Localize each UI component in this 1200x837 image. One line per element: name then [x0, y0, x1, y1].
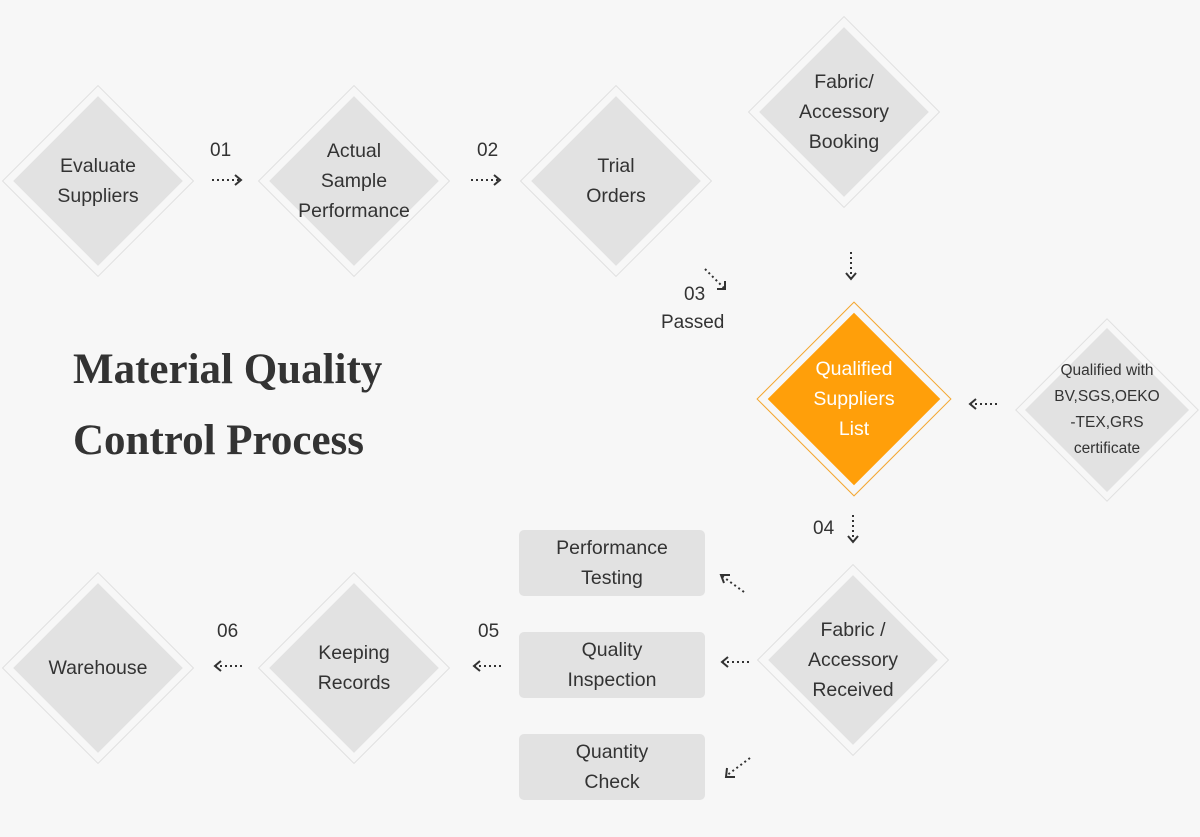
title-line-2: Control Process: [73, 417, 365, 464]
step-04-number: 04: [813, 518, 835, 539]
arrow-to-quality-inspection-icon: [720, 656, 750, 668]
node-records-label: Keeping Records: [317, 642, 391, 694]
check-performance-testing: Performance Testing: [519, 530, 705, 596]
node-received-label: Fabric / Accessory Received: [808, 619, 898, 701]
node-certificate-label: Qualified with BV,SGS,OEKO -TEX,GRS cert…: [1054, 362, 1160, 457]
arrow-to-quantity-check-icon: [724, 757, 751, 778]
check-quantity-check: Quantity Check: [519, 734, 705, 800]
arrow-04-down-icon: [847, 515, 859, 544]
arrow-02-right-icon: [471, 174, 502, 186]
arrow-03-diagonal-icon: [704, 268, 726, 290]
arrow-06-left-icon: [213, 660, 243, 672]
step-06-number: 06: [217, 621, 239, 642]
node-booking-label: Fabric/ Accessory Booking: [799, 71, 889, 153]
node-warehouse-label: Warehouse: [48, 657, 148, 679]
title-line-1: Material Quality: [73, 346, 383, 393]
arrow-booking-down-icon: [845, 252, 857, 281]
step-05-number: 05: [478, 621, 500, 642]
node-qualified-label: Qualified Suppliers List: [813, 358, 895, 440]
step-03-number: 03: [684, 284, 706, 305]
node-evaluate-label: Evaluate Suppliers: [57, 155, 139, 207]
step-02-number: 02: [477, 140, 499, 161]
step-01-number: 01: [210, 140, 232, 161]
node-trial-label: Trial Orders: [586, 155, 646, 207]
arrow-to-performance-testing-icon: [719, 574, 745, 593]
arrow-certificate-left-icon: [968, 398, 998, 410]
check-quality-inspection: Quality Inspection: [519, 632, 705, 698]
step-03-passed-label: Passed: [661, 312, 725, 333]
node-sample-label: Actual Sample Performance: [298, 140, 410, 222]
arrow-05-left-icon: [472, 660, 502, 672]
arrow-01-right-icon: [212, 174, 243, 186]
